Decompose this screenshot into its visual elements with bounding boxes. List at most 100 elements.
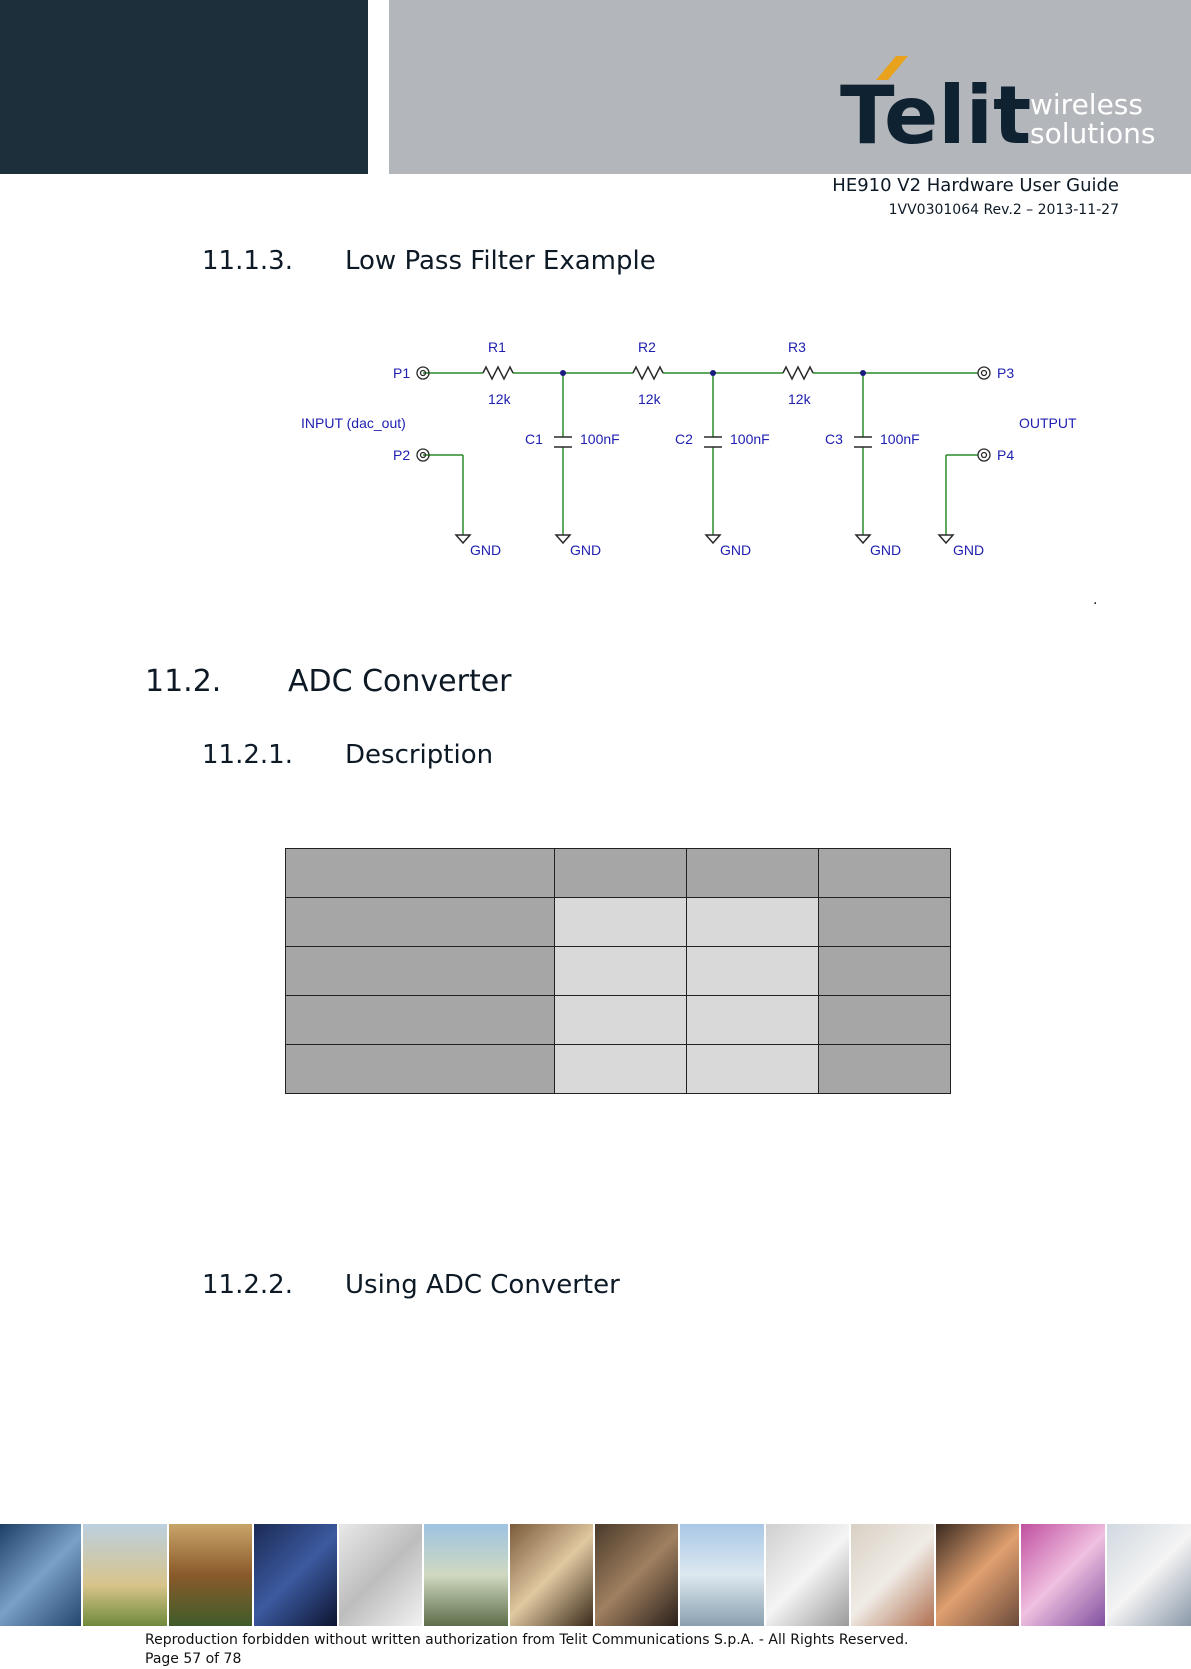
- doc-title: HE910 V2 Hardware User Guide: [832, 175, 1119, 196]
- junction-dot: [560, 370, 566, 376]
- capacitor-c1-icon: [554, 436, 572, 448]
- section-11-2-1-title: Description: [345, 740, 494, 770]
- capacitor-c3-icon: [854, 436, 872, 448]
- r3-value: 12k: [788, 391, 812, 407]
- capacitor-c2-icon: [704, 436, 722, 448]
- footer-photo: [83, 1524, 169, 1626]
- r2-label: R2: [638, 339, 656, 355]
- doc-revision: 1VV0301064 Rev.2 – 2013-11-27: [888, 202, 1119, 218]
- section-11-2-2-number: 11.2.2.: [202, 1270, 293, 1300]
- table-row: [285, 1044, 951, 1094]
- table-cell: [554, 848, 687, 898]
- logo-sub-1: wireless: [1030, 88, 1143, 121]
- c2-label: C2: [675, 431, 693, 447]
- logo-brand: Telit: [840, 69, 1031, 148]
- footer-photo: [1106, 1524, 1191, 1626]
- table-row: [285, 995, 951, 1045]
- gnd-label: GND: [953, 542, 984, 558]
- footer-photo: [509, 1524, 595, 1626]
- copyright-notice: Reproduction forbidden without written a…: [145, 1632, 909, 1648]
- table-cell: [285, 848, 555, 898]
- section-11-2-2-title: Using ADC Converter: [345, 1270, 620, 1300]
- section-11-2-1-number: 11.2.1.: [202, 740, 293, 770]
- table-cell: [554, 1044, 687, 1094]
- c1-value: 100nF: [580, 431, 620, 447]
- footer-photo: [936, 1524, 1022, 1626]
- table-cell: [554, 897, 687, 947]
- footer-photo: [424, 1524, 510, 1626]
- footer-photo: [680, 1524, 766, 1626]
- ground-icon: [704, 534, 722, 545]
- r1-value: 12k: [488, 391, 512, 407]
- section-11-1-3-number: 11.1.3.: [202, 246, 293, 276]
- gnd-label: GND: [570, 542, 601, 558]
- port-p3-icon: [977, 366, 991, 380]
- footer-photo-strip: [0, 1524, 1191, 1626]
- section-11-1-3-title: Low Pass Filter Example: [345, 246, 656, 276]
- footer-photo: [0, 1524, 84, 1626]
- junction-dot: [860, 370, 866, 376]
- footer-photo: [765, 1524, 851, 1626]
- table-cell: [818, 946, 951, 996]
- table-cell: [818, 848, 951, 898]
- low-pass-filter-schematic: R1 R2 R3 12k 12k 12k C1 C2 C3 100nF 100n…: [301, 339, 1077, 558]
- junction-dot: [710, 370, 716, 376]
- footer-photo: [1021, 1524, 1107, 1626]
- port-p4-icon: [977, 448, 991, 462]
- ground-icon: [554, 534, 572, 545]
- r3-label: R3: [788, 339, 806, 355]
- table-cell: [686, 995, 819, 1045]
- p3-label: P3: [997, 365, 1014, 381]
- section-11-2-number: 11.2.: [145, 664, 222, 699]
- section-11-2-title: ADC Converter: [288, 664, 512, 699]
- table-cell: [686, 1044, 819, 1094]
- r1-label: R1: [488, 339, 506, 355]
- telit-logo: Telit wireless solutions: [840, 56, 1155, 148]
- resistor-r3-icon: [782, 365, 814, 381]
- port-p2-icon: [416, 448, 430, 462]
- footer-photo: [594, 1524, 681, 1626]
- table-cell: [686, 897, 819, 947]
- c2-value: 100nF: [730, 431, 770, 447]
- table-cell: [285, 995, 555, 1045]
- gnd-label: GND: [470, 542, 501, 558]
- table-row: [285, 848, 951, 898]
- p2-label: P2: [393, 447, 410, 463]
- ground-icon: [937, 534, 955, 545]
- table-cell: [686, 848, 819, 898]
- table-cell: [818, 995, 951, 1045]
- table-cell: [686, 946, 819, 996]
- c3-label: C3: [825, 431, 843, 447]
- gnd-label: GND: [870, 542, 901, 558]
- ground-icon: [854, 534, 872, 545]
- footer-text: Reproduction forbidden without written a…: [145, 1631, 908, 1669]
- header-gray-block: [389, 0, 1191, 174]
- footer-photo: [253, 1524, 340, 1626]
- r2-value: 12k: [638, 391, 662, 407]
- footer-photo: [168, 1524, 254, 1626]
- logo-accent-icon: [876, 56, 908, 80]
- stray-dot: .: [1093, 592, 1098, 608]
- page-number: Page 57 of 78: [145, 1651, 242, 1667]
- footer-photo: [850, 1524, 937, 1626]
- table-cell: [554, 946, 687, 996]
- table-cell: [554, 995, 687, 1045]
- table-cell: [818, 1044, 951, 1094]
- p1-label: P1: [393, 365, 410, 381]
- header-dark-block: [0, 0, 368, 174]
- ground-icon: [454, 534, 472, 545]
- c3-value: 100nF: [880, 431, 920, 447]
- output-label: OUTPUT: [1019, 415, 1077, 431]
- adc-table: [285, 848, 951, 1094]
- table-row: [285, 897, 951, 947]
- table-cell: [818, 897, 951, 947]
- footer-photo: [339, 1524, 425, 1626]
- input-label: INPUT (dac_out): [301, 415, 406, 431]
- port-p1-icon: [416, 366, 430, 380]
- table-cell: [285, 897, 555, 947]
- table-row: [285, 946, 951, 996]
- table-cell: [285, 946, 555, 996]
- table-cell: [285, 1044, 555, 1094]
- resistor-r2-icon: [632, 365, 664, 381]
- p4-label: P4: [997, 447, 1014, 463]
